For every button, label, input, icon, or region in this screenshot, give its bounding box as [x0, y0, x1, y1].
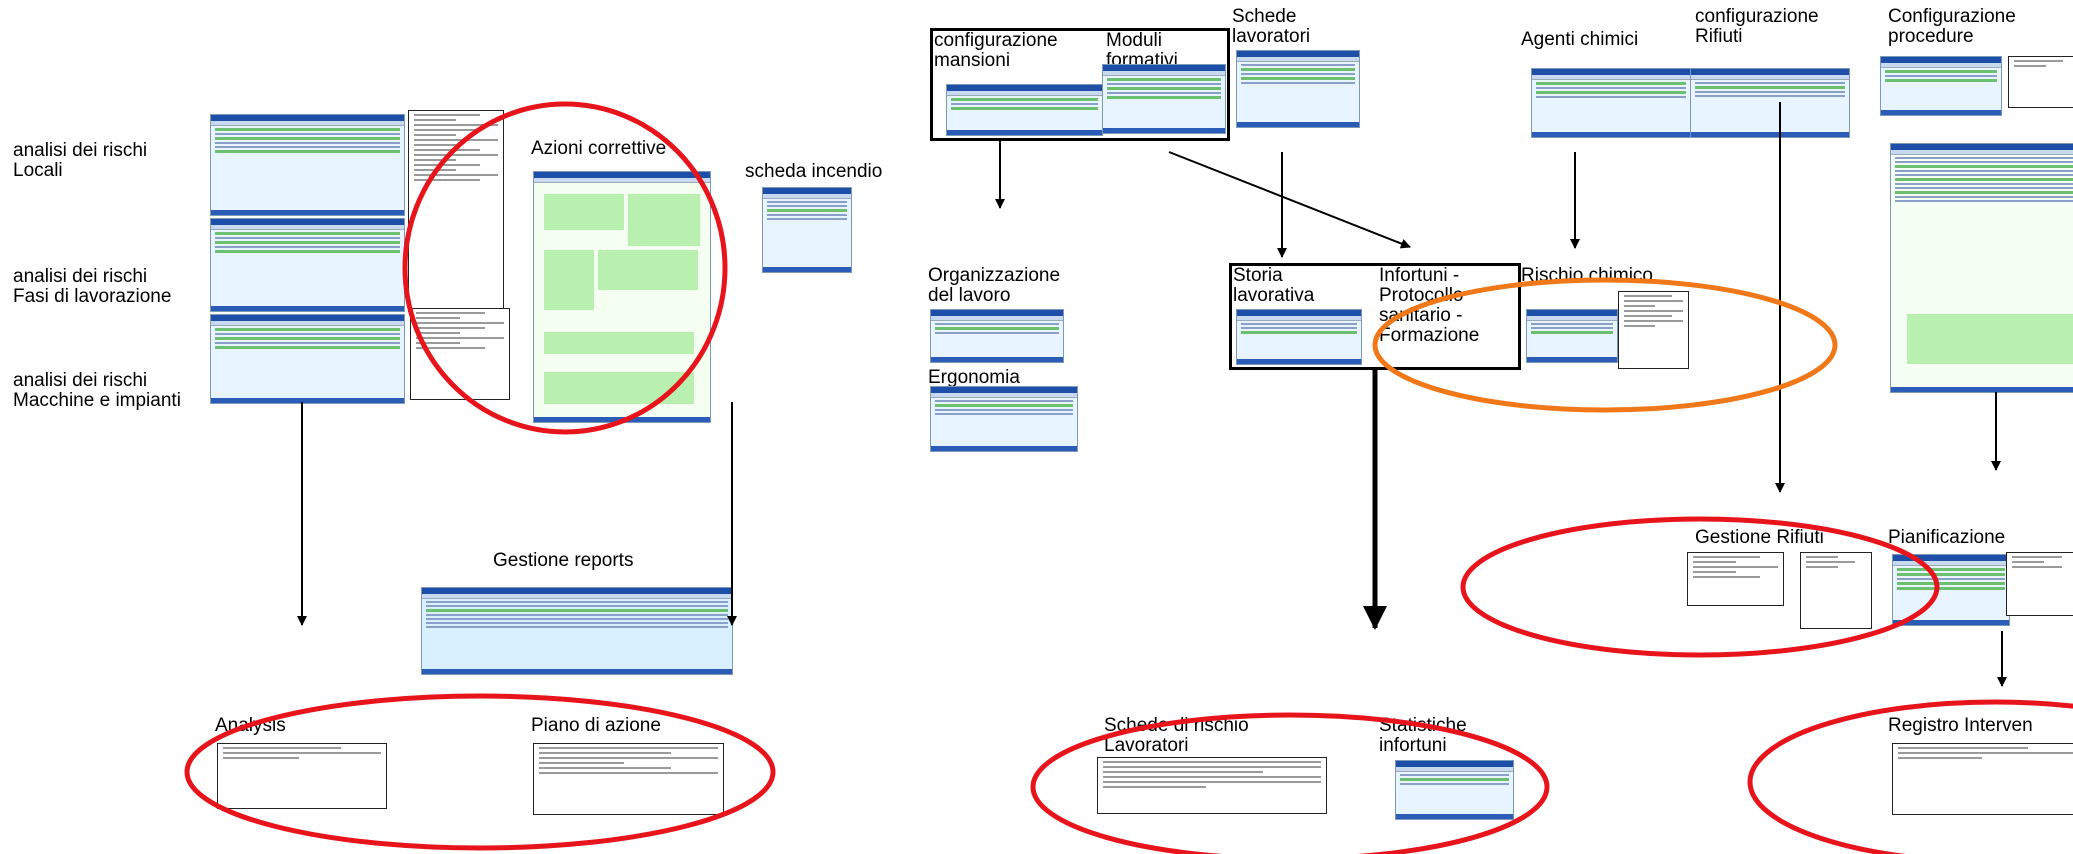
label-statistiche: Statistiche infortuni	[1379, 715, 1467, 756]
label-registro: Registro Interven	[1888, 715, 2033, 736]
screenshot-azioni-correttive	[533, 171, 711, 423]
box-mansioni-moduli	[930, 28, 1230, 141]
label-azioni-correttive: Azioni correttive	[531, 138, 667, 159]
document-gestione-rifiuti-1	[1687, 552, 1784, 606]
document-rischi-2	[410, 308, 510, 400]
label-pianificazione: Pianificazione	[1888, 527, 2006, 548]
screenshot-rischi-locali	[210, 114, 405, 216]
label-analysis: Analysis	[215, 715, 286, 736]
screenshot-storia-lavorativa	[1236, 309, 1362, 365]
document-gestione-rifiuti-2	[1800, 552, 1872, 629]
screenshot-config-rifiuti	[1690, 68, 1850, 138]
screenshot-rischio-chimico	[1526, 309, 1618, 363]
label-rischi-macchine: analisi dei rischi Macchine e impianti	[13, 370, 181, 411]
label-storia-lavorativa: Storia lavorativa	[1233, 265, 1315, 306]
label-piano-azione: Piano di azione	[531, 715, 661, 736]
screenshot-schede-lavoratori	[1236, 50, 1360, 128]
label-infortuni: Infortuni - Protocollo sanitario - Forma…	[1379, 265, 1480, 346]
screenshot-scheda-incendio	[762, 187, 852, 273]
document-rischi-1	[408, 110, 504, 312]
label-organizzazione: Organizzazione del lavoro	[928, 265, 1061, 306]
label-config-mansioni: configurazione mansioni	[934, 30, 1058, 71]
screenshot-rischi-fasi	[210, 218, 405, 312]
screenshot-ergonomia	[930, 386, 1078, 452]
screenshot-statistiche	[1395, 760, 1514, 820]
screenshot-gestione-reports	[421, 587, 733, 675]
label-schede-lavoratori: Schede lavoratori	[1232, 6, 1311, 47]
screenshot-rischi-macchine	[210, 314, 405, 404]
label-schede-rischio: Schede di rischio Lavoratori	[1104, 715, 1249, 756]
label-rischi-fasi: analisi dei rischi Fasi di lavorazione	[13, 266, 172, 307]
label-config-rifiuti: configurazione Rifiuti	[1695, 6, 1819, 47]
document-pianificazione	[2006, 552, 2073, 616]
label-rischio-chimico: Rischio chimico	[1521, 265, 1653, 286]
label-rischi-locali: analisi dei rischi Locali	[13, 140, 148, 181]
screenshot-mansioni	[946, 84, 1103, 136]
label-gestione-reports: Gestione reports	[493, 550, 634, 571]
label-agenti-chimici: Agenti chimici	[1521, 29, 1639, 50]
screenshot-agenti-chimici	[1531, 68, 1691, 138]
screenshot-pianificazione	[1892, 554, 2010, 626]
label-ergonomia: Ergonomia	[928, 367, 1020, 388]
document-config-procedure	[2008, 56, 2073, 108]
document-analysis	[217, 743, 387, 809]
document-piano-azione	[533, 743, 724, 815]
document-registro	[1892, 743, 2073, 815]
screenshot-config-procedure	[1880, 56, 2002, 116]
document-rischio-chimico	[1618, 291, 1689, 369]
screenshot-procedure-form	[1890, 143, 2073, 393]
label-gestione-rifiuti: Gestione Rifiuti	[1695, 527, 1824, 548]
document-schede-rischio	[1097, 757, 1327, 814]
label-scheda-incendio: scheda incendio	[745, 161, 883, 182]
screenshot-organizzazione	[930, 309, 1064, 363]
label-config-procedure: Configurazione procedure	[1888, 6, 2016, 47]
screenshot-moduli	[1102, 64, 1226, 134]
arrow-moduli-to-infortuni	[1168, 151, 1411, 249]
